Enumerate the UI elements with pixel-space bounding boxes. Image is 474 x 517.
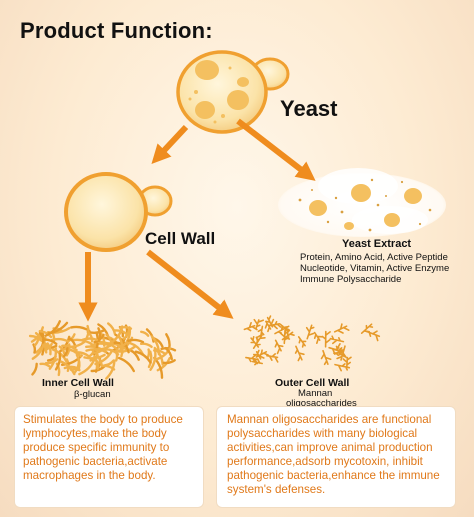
cell-wall-icon bbox=[64, 172, 173, 252]
outer-cell-wall-component-line-1: Mannan bbox=[298, 388, 333, 399]
arrow-yeast-to-cell-wall bbox=[151, 124, 189, 165]
arrow-yeast-to-yeast-extract bbox=[236, 118, 316, 181]
page-title: Product Function: bbox=[20, 18, 213, 43]
outer-cell-wall-component-line-2: oligosaccharides bbox=[286, 398, 357, 409]
inner-cell-wall-description: Stimulates the body to produce lymphocyt… bbox=[23, 413, 183, 482]
outer-cell-wall-description-box: Mannan oligosaccharides are functional p… bbox=[216, 406, 456, 508]
outer-cell-wall-label: Outer Cell Wall bbox=[275, 377, 350, 389]
yeast-extract-icon bbox=[278, 168, 446, 237]
inner-cell-wall-description-box: Stimulates the body to produce lymphocyt… bbox=[14, 406, 204, 508]
outer-cell-wall-texture bbox=[243, 315, 381, 372]
inner-cell-wall-component: β-glucan bbox=[74, 389, 111, 400]
yeast-cell-icon bbox=[176, 50, 290, 134]
yeast-label: Yeast bbox=[280, 96, 338, 121]
flow-arrows bbox=[78, 118, 316, 322]
arrow-cell-wall-to-outer bbox=[146, 249, 234, 319]
yeast-extract-label: Yeast Extract bbox=[342, 238, 412, 250]
yeast-extract-component-line-2: Nucleotide, Vitamin, Active Enzyme bbox=[300, 263, 450, 274]
outer-cell-wall-description: Mannan oligosaccharides are functional p… bbox=[227, 413, 440, 496]
inner-cell-wall-texture bbox=[28, 320, 177, 380]
cell-wall-label: Cell Wall bbox=[145, 229, 216, 248]
inner-cell-wall-label: Inner Cell Wall bbox=[42, 377, 114, 389]
yeast-extract-component-line-3: Immune Polysaccharide bbox=[300, 274, 402, 285]
yeast-extract-component-line-1: Protein, Amino Acid, Active Peptide bbox=[300, 252, 448, 263]
